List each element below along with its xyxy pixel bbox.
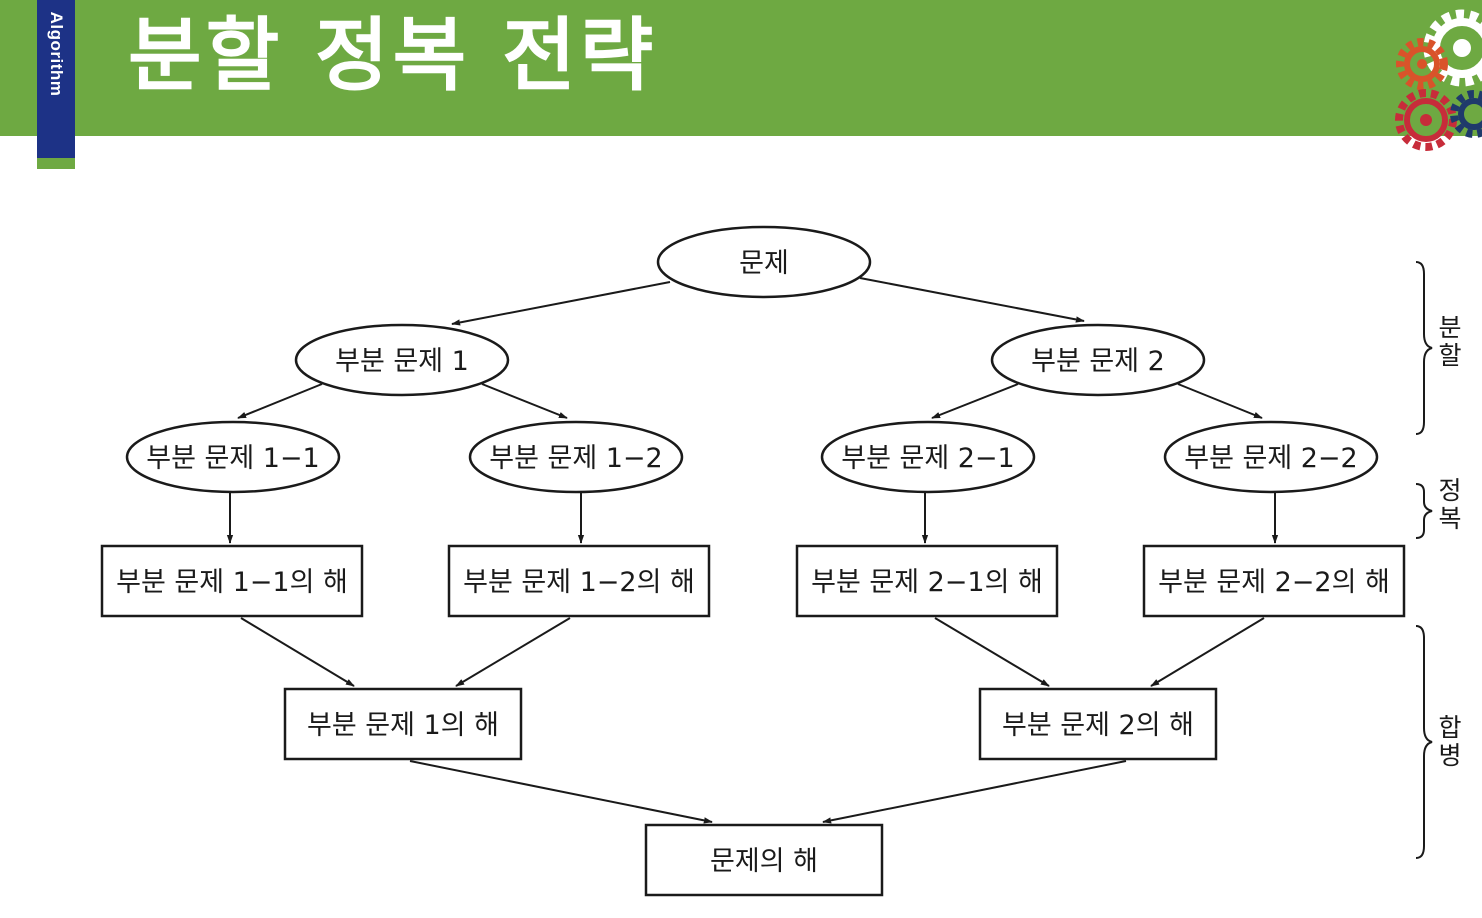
node-final-solution-label: 문제의 해 — [710, 846, 818, 877]
node-root-label: 문제 — [739, 248, 789, 279]
node-subproblem-1: 부분 문제 1 — [294, 323, 510, 397]
node-solution-2-1: 부분 문제 2−1의 해 — [795, 544, 1059, 618]
side-tab-foot — [37, 158, 75, 169]
gear-white-icon — [1423, 9, 1482, 87]
phase-divide-char-1: 분 — [1438, 313, 1461, 342]
node-root: 문제 — [656, 225, 872, 299]
phase-combine-char-1: 합 — [1438, 713, 1461, 742]
node-solution-1-1: 부분 문제 1−1의 해 — [100, 544, 364, 618]
edge-sol22-to-sol2 — [1150, 617, 1265, 687]
page-title: 분할 정복 전략 — [128, 9, 658, 102]
node-subproblem-1-1: 부분 문제 1−1 — [125, 420, 341, 494]
node-subproblem-2-label: 부분 문제 2 — [1031, 346, 1165, 377]
phase-conquer-char-2: 복 — [1438, 504, 1461, 533]
phase-divide-char-2: 할 — [1438, 341, 1461, 370]
side-tab — [37, 0, 75, 158]
node-subproblem-1-label: 부분 문제 1 — [335, 346, 469, 377]
gears-icon — [1395, 9, 1482, 151]
node-subproblem-2-1-label: 부분 문제 2−1 — [841, 443, 1015, 474]
node-solution-1-2: 부분 문제 1−2의 해 — [447, 544, 711, 618]
node-subproblem-2: 부분 문제 2 — [990, 323, 1206, 397]
node-solution-1-1-label: 부분 문제 1−1의 해 — [116, 567, 348, 598]
node-solution-1-label: 부분 문제 1의 해 — [307, 710, 499, 741]
edge-sol21-to-sol2 — [934, 617, 1050, 687]
edge-sol11-to-sol1 — [240, 617, 355, 687]
edge-sub2-to-sub22 — [1177, 383, 1263, 419]
edge-sol1-to-final — [409, 760, 713, 824]
header-bar — [0, 0, 1482, 136]
node-subproblem-2-2: 부분 문제 2−2 — [1163, 420, 1379, 494]
edge-sol2-to-final — [822, 760, 1127, 824]
node-subproblem-1-1-label: 부분 문제 1−1 — [146, 443, 320, 474]
gear-navy-icon — [1450, 90, 1482, 138]
node-subproblem-1-2: 부분 문제 1−2 — [468, 420, 684, 494]
brace-conquer — [1415, 483, 1433, 539]
node-solution-2-2-label: 부분 문제 2−2의 해 — [1158, 567, 1390, 598]
edge-sub1-to-sub12 — [481, 383, 568, 419]
node-final-solution: 문제의 해 — [644, 823, 884, 897]
brace-divide — [1415, 261, 1433, 435]
node-solution-1: 부분 문제 1의 해 — [283, 687, 523, 761]
brace-combine — [1415, 625, 1433, 859]
edge-root-to-sub2 — [859, 277, 1085, 323]
node-subproblem-2-1: 부분 문제 2−1 — [820, 420, 1036, 494]
node-solution-2: 부분 문제 2의 해 — [978, 687, 1218, 761]
node-solution-2-1-label: 부분 문제 2−1의 해 — [811, 567, 1043, 598]
phase-combine-char-2: 병 — [1438, 741, 1461, 770]
edge-sol12-to-sol1 — [455, 617, 571, 687]
node-solution-1-2-label: 부분 문제 1−2의 해 — [463, 567, 695, 598]
edge-sub1-to-sub11 — [237, 383, 323, 419]
edge-sub2-to-sub21 — [931, 383, 1019, 419]
node-solution-2-2: 부분 문제 2−2의 해 — [1142, 544, 1406, 618]
edge-root-to-sub1 — [451, 281, 671, 326]
phase-conquer-char-1: 정 — [1438, 476, 1461, 505]
gear-orange-icon — [1396, 38, 1448, 90]
node-solution-2-label: 부분 문제 2의 해 — [1002, 710, 1194, 741]
node-subproblem-1-2-label: 부분 문제 1−2 — [489, 443, 663, 474]
node-subproblem-2-2-label: 부분 문제 2−2 — [1184, 443, 1358, 474]
